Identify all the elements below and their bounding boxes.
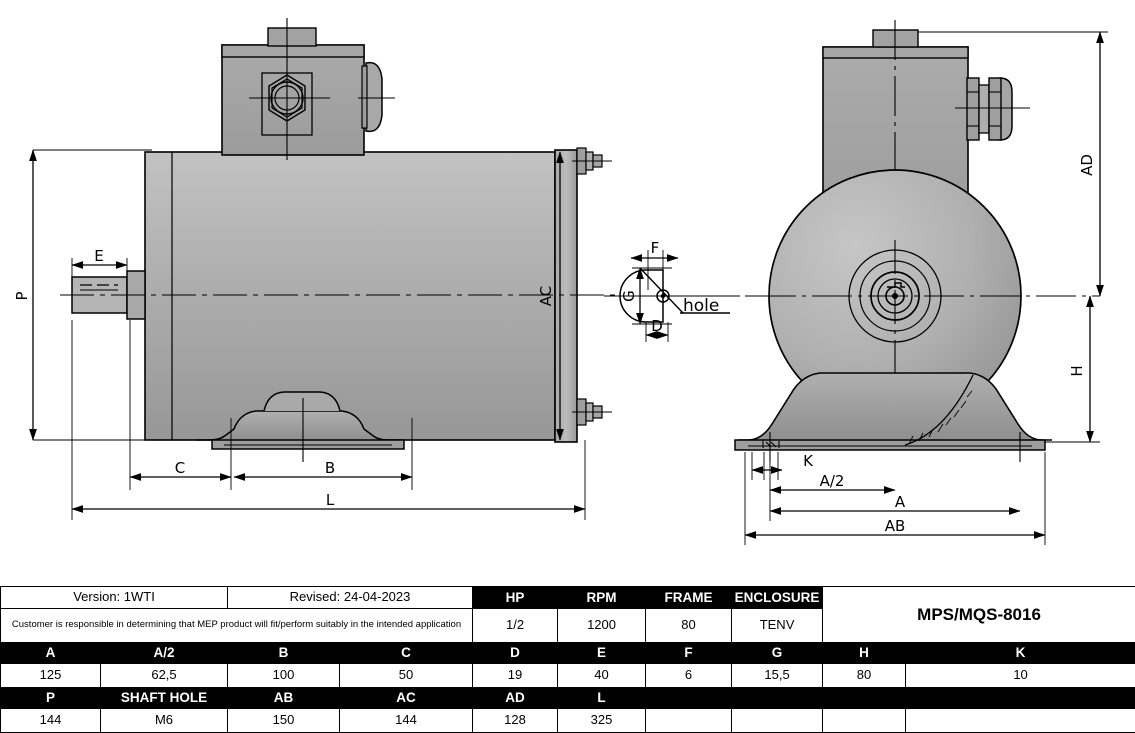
cell-value-K: 10 (906, 664, 1135, 688)
dim-label-A: A (895, 493, 906, 511)
technical-drawing: P E AC C (0, 0, 1135, 580)
dim-label-C: C (175, 459, 185, 477)
cell-value-F: 6 (646, 664, 732, 688)
cell-header-L: L (558, 688, 646, 709)
cell-header-shaft-hole: SHAFT HOLE (101, 688, 228, 709)
cell-header-rpm: RPM (558, 587, 646, 609)
cell-header-G: G (732, 643, 823, 664)
specification-table: Version: 1WTI Revised: 24-04-2023 HP RPM… (0, 586, 1135, 733)
dim-label-B: B (325, 459, 335, 477)
cell-header-enclosure: ENCLOSURE (732, 587, 823, 609)
cell-value-L: 325 (558, 709, 646, 733)
dim-label-G: G (620, 290, 638, 302)
cell-header-C: C (340, 643, 473, 664)
dim-label-H: H (1068, 365, 1086, 376)
dim-label-E: E (94, 247, 103, 265)
detail-callout-hole: hole (683, 296, 719, 316)
table-row-dim-headers-1: A A/2 B C D E F G H K (1, 643, 1135, 664)
cell-value-G: 15,5 (732, 664, 823, 688)
cell-value-enclosure: TENV (732, 609, 823, 643)
cell-header-hp: HP (473, 587, 558, 609)
dim-label-A-half: A/2 (820, 472, 845, 490)
cell-value-rpm: 1200 (558, 609, 646, 643)
table-row-dim-values-1: 125 62,5 100 50 19 40 6 15,5 80 10 (1, 664, 1135, 688)
cell-header-AD: AD (473, 688, 558, 709)
cell-header-P: P (1, 688, 101, 709)
cell-disclaimer: Customer is responsible in determining t… (1, 609, 473, 643)
cell-value-H: 80 (823, 664, 906, 688)
dimension-H: H (1045, 296, 1100, 442)
cell-header-AB: AB (228, 688, 340, 709)
cell-header-A: A (1, 643, 101, 664)
cell-header-H: H (823, 643, 906, 664)
dim-label-D: D (651, 317, 663, 335)
cell-value-AC: 144 (340, 709, 473, 733)
cell-value-blank-3 (823, 709, 906, 733)
cell-value-blank-1 (646, 709, 732, 733)
dimension-A-half: A/2 (770, 472, 895, 490)
cell-version: Version: 1WTI (1, 587, 228, 609)
side-elevation-view: P E AC C (13, 18, 640, 520)
cell-value-B: 100 (228, 664, 340, 688)
cell-header-blank-2 (732, 688, 823, 709)
dim-label-AD: AD (1078, 154, 1096, 176)
cell-value-AD: 128 (473, 709, 558, 733)
dim-label-F: F (651, 239, 660, 257)
cell-value-D: 19 (473, 664, 558, 688)
cell-header-A-half: A/2 (101, 643, 228, 664)
front-elevation-view: AD H K A/2 (700, 20, 1108, 545)
cell-value-A: 125 (1, 664, 101, 688)
cell-header-blank-4 (906, 688, 1135, 709)
dim-label-P: P (13, 291, 31, 300)
cell-value-A-half: 62,5 (101, 664, 228, 688)
table-row-dim-headers-2: P SHAFT HOLE AB AC AD L (1, 688, 1135, 709)
cell-header-frame: FRAME (646, 587, 732, 609)
cell-value-hp: 1/2 (473, 609, 558, 643)
cell-header-E: E (558, 643, 646, 664)
cell-header-F: F (646, 643, 732, 664)
cell-header-blank-3 (823, 688, 906, 709)
cell-header-D: D (473, 643, 558, 664)
cell-value-P: 144 (1, 709, 101, 733)
dim-label-K: K (803, 452, 814, 470)
cell-value-blank-4 (906, 709, 1135, 733)
cell-value-AB: 150 (228, 709, 340, 733)
dim-label-AC: AC (537, 286, 555, 306)
cell-header-K: K (906, 643, 1135, 664)
dim-label-AB: AB (885, 517, 906, 535)
cell-header-AC: AC (340, 688, 473, 709)
dimension-K: K (752, 452, 814, 480)
cell-value-E: 40 (558, 664, 646, 688)
cell-header-blank-1 (646, 688, 732, 709)
cell-value-shaft-hole: M6 (101, 709, 228, 733)
cell-value-blank-2 (732, 709, 823, 733)
table-row-version: Version: 1WTI Revised: 24-04-2023 HP RPM… (1, 587, 1135, 609)
cell-value-frame: 80 (646, 609, 732, 643)
cell-value-C: 50 (340, 664, 473, 688)
cell-header-B: B (228, 643, 340, 664)
cell-model: MPS/MQS-8016 (823, 587, 1135, 643)
shaft-keyway-detail: hole F G D (604, 239, 760, 342)
dimension-E: E (72, 247, 127, 280)
cell-revised: Revised: 24-04-2023 (228, 587, 473, 609)
dim-label-L: L (326, 491, 335, 509)
table-row-dim-values-2: 144 M6 150 144 128 325 (1, 709, 1135, 733)
